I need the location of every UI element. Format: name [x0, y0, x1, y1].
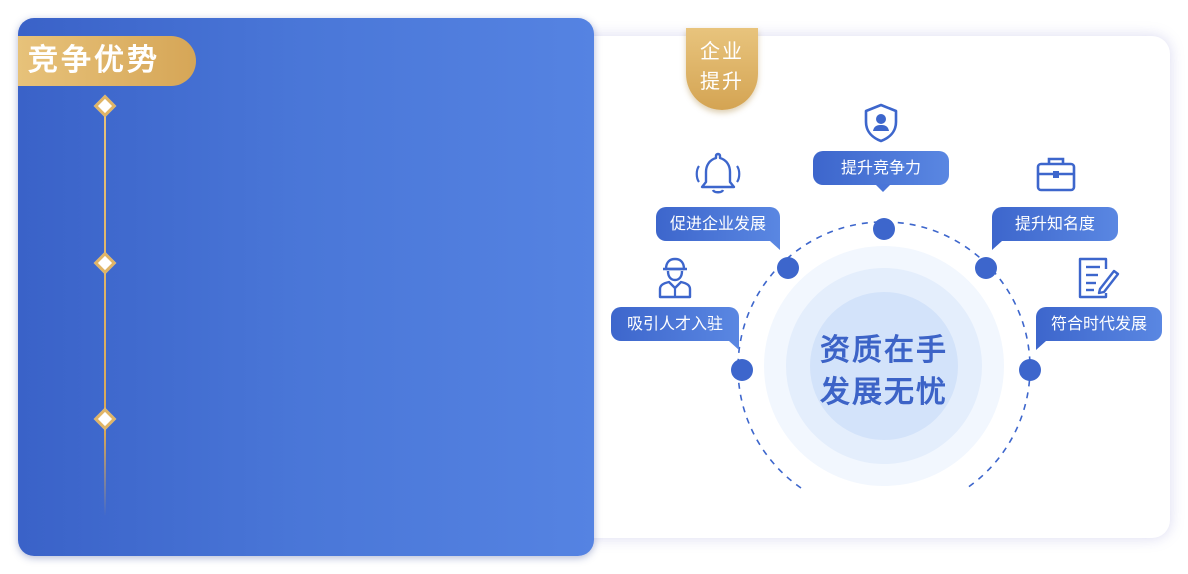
- bubble-tail-right: [1036, 341, 1046, 350]
- node-bubble-enterprise-development: 促进企业发展: [656, 207, 780, 241]
- section-title: 竞争优势: [18, 36, 196, 86]
- node-dot-right: [1019, 359, 1041, 381]
- center-line-2: 发展无忧: [820, 375, 948, 410]
- node-bubble-talent: 吸引人才入驻: [611, 307, 739, 341]
- center-slogan: 资质在手 发展无忧: [800, 330, 968, 414]
- center-line-1: 资质在手: [820, 333, 948, 368]
- enterprise-upgrade-badge: 企业 提升: [686, 28, 758, 110]
- node-label-times: 符合时代发展: [1050, 314, 1147, 333]
- document-edit-icon: [1078, 257, 1120, 299]
- bubble-tail-upper-left: [770, 241, 780, 250]
- briefcase-icon: [1036, 157, 1076, 192]
- bubble-tail-top: [875, 184, 891, 192]
- node-label-reputation: 提升知名度: [1014, 214, 1095, 233]
- inner-circle: [810, 292, 958, 440]
- node-dot-upper-left: [777, 257, 799, 279]
- node-label-talent: 吸引人才入驻: [626, 314, 723, 333]
- badge-line-2: 提升: [700, 69, 744, 93]
- node-label-competitiveness: 提升竞争力: [840, 158, 921, 177]
- node-bubble-times: 符合时代发展: [1036, 307, 1162, 341]
- shield-user-icon: [864, 103, 898, 143]
- badge-line-1: 企业: [700, 39, 744, 63]
- competitive-advantage-panel: 竞争优势: [18, 18, 594, 556]
- node-dot-upper-right: [975, 257, 997, 279]
- worker-icon: [658, 257, 692, 299]
- node-label-enterprise-development: 促进企业发展: [669, 214, 766, 233]
- node-bubble-reputation: 提升知名度: [992, 207, 1118, 241]
- bell-icon: [695, 152, 741, 194]
- bubble-tail-left: [729, 341, 739, 350]
- node-bubble-competitiveness: 提升竞争力: [813, 151, 949, 185]
- node-dot-top: [873, 218, 895, 240]
- node-dot-left: [731, 359, 753, 381]
- timeline-line: [104, 106, 106, 516]
- bubble-tail-upper-right: [992, 241, 1002, 250]
